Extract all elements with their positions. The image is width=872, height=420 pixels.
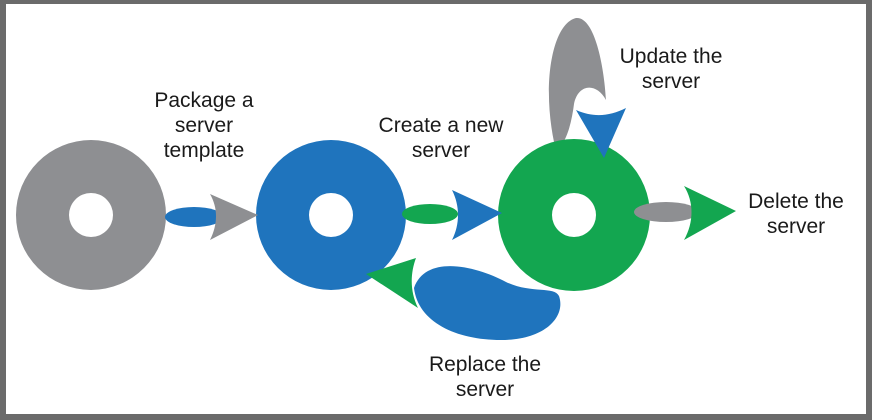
- running-server-ring: [498, 139, 650, 291]
- package-arrow-tail: [165, 207, 223, 227]
- create-arrow-tail: [402, 204, 458, 224]
- package-arrow-head: [210, 194, 258, 240]
- replace-label-line1: Replace the: [428, 353, 542, 376]
- replace-loop-swoosh: [414, 266, 561, 340]
- create-arrow-head: [452, 190, 502, 240]
- package-label-line3: template: [163, 139, 245, 162]
- replace-arrow-head: [366, 258, 418, 308]
- delete-arrow-tail: [634, 202, 698, 222]
- create-label-line1: Create a new: [378, 114, 504, 137]
- update-label: Update the server: [606, 44, 736, 94]
- replace-label-line2: server: [455, 378, 515, 401]
- update-label-line2: server: [641, 70, 701, 93]
- delete-arrow-head: [684, 186, 736, 240]
- lifecycle-diagram: [16, 17, 736, 340]
- update-arrow-head: [576, 108, 626, 158]
- replace-label: Replace the server: [415, 352, 555, 402]
- package-label-line2: server: [174, 114, 234, 137]
- package-label-line1: Package a: [154, 89, 254, 112]
- update-loop-arc: [548, 17, 606, 144]
- delete-label-line1: Delete the: [748, 190, 844, 213]
- delete-label-line2: server: [766, 215, 826, 238]
- update-label-line1: Update the: [619, 45, 723, 68]
- diagram-frame: Package a server template Create a new s…: [6, 4, 866, 414]
- create-label: Create a new server: [366, 113, 516, 163]
- create-label-line2: server: [411, 139, 471, 162]
- delete-label: Delete the server: [736, 189, 856, 239]
- template-ring: [16, 140, 166, 290]
- new-server-ring: [256, 140, 406, 290]
- package-label: Package a server template: [144, 88, 264, 163]
